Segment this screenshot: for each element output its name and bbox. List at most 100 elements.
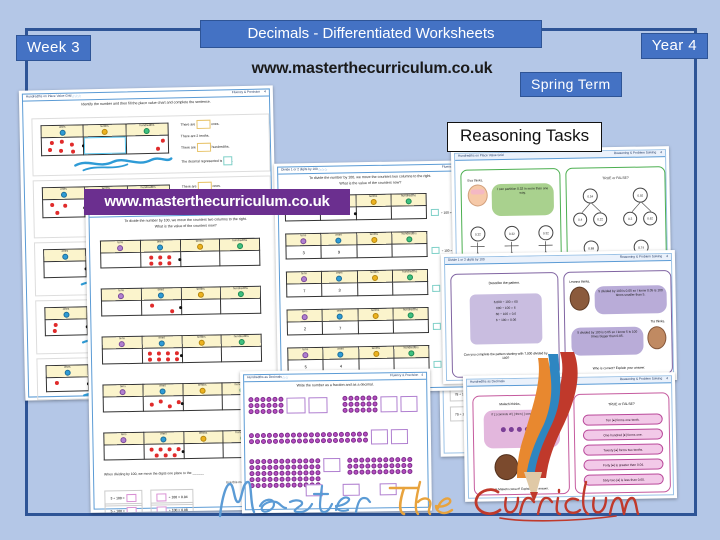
- pv-cell-ones[interactable]: [42, 198, 87, 218]
- worksheet-title: Hundredths as Decimals: [247, 375, 282, 380]
- pv-cell-ones[interactable]: [141, 299, 183, 316]
- dot-array: [342, 395, 378, 413]
- pv-cell-ones[interactable]: [41, 136, 85, 156]
- worksheet-category: Fluency & Precision: [390, 373, 419, 378]
- site-url-text: www.masterthecurriculum.co.uk: [251, 60, 493, 77]
- true-false-title: TRUE or FALSE?: [608, 401, 635, 407]
- worksheet-title: Hundredths as Decimals: [469, 379, 505, 384]
- value-circle: 0.32: [538, 225, 554, 241]
- answer-box[interactable]: [342, 483, 360, 496]
- answer-box[interactable]: [400, 395, 418, 412]
- pv-cell-ones[interactable]: [45, 318, 89, 336]
- pattern-box: 6,000 ÷ 100 = 60 600 ÷ 100 = 6 60 ÷ 100 …: [469, 293, 543, 345]
- answer-box[interactable]: [223, 156, 233, 166]
- dot-array: [248, 396, 284, 415]
- counter-green-icon: [143, 127, 151, 134]
- dot-array: [248, 431, 369, 445]
- worksheet-title: Divide 1 or 2 digits by 100: [281, 167, 318, 173]
- answer-box[interactable]: [370, 429, 389, 445]
- worksheet-page-number: 4: [666, 376, 669, 381]
- pv-cell-tenths[interactable]: [83, 135, 127, 155]
- sentence-ones: There are ones.: [180, 119, 266, 130]
- reasoning-panel-right: TRUE or FALSE? 0.54 0.4 0.22 0.88 0.92 0…: [565, 166, 667, 266]
- blue-scribble-icon: [74, 157, 173, 172]
- statement-pill: Twenty [●] forms two tenths.: [583, 443, 664, 456]
- watermark-banner: www.masterthecurriculum.co.uk: [84, 189, 350, 215]
- pattern-line: 6 ÷ 100 = 0.06: [495, 317, 517, 323]
- worksheet-hundredths-as-decimals[interactable]: Hundredths as Decimals ☆☆ Fluency & Prec…: [240, 368, 432, 514]
- pv-cell-ones[interactable]: [43, 260, 88, 278]
- worksheet-page-number: 4: [421, 373, 424, 378]
- counter-orange-icon: [196, 243, 203, 250]
- answer-box[interactable]: [323, 457, 341, 473]
- pv-cell-hundredths[interactable]: [125, 135, 169, 154]
- reasoning-tasks-label: Reasoning Tasks: [447, 122, 603, 152]
- counter-blue-icon: [59, 129, 66, 136]
- answer-box[interactable]: [308, 396, 328, 413]
- speaker-label: Eva thinks,: [467, 178, 484, 183]
- value-circle: 0.62: [643, 211, 658, 226]
- left-prompt: Describe the pattern.: [488, 280, 521, 286]
- pv-cell-ones[interactable]: [142, 395, 184, 412]
- speaker-label: Leanna thinks,: [569, 279, 591, 284]
- worksheet-page-number: 4: [660, 150, 663, 155]
- worksheet-instruction: Write the number as a fraction and as a …: [296, 382, 374, 388]
- counter-green-icon: [236, 242, 243, 249]
- statement-pill: Sixty two [●] is less than 0.60.: [583, 473, 664, 486]
- worksheet-category: Fluency & Precision: [231, 90, 261, 95]
- difficulty-stars-icon: ☆☆☆: [317, 166, 328, 172]
- counter-blue-icon: [60, 191, 67, 198]
- worksheet-category: Reasoning & Problem Solving: [613, 150, 657, 156]
- value-circle: 0.54: [582, 188, 598, 204]
- difficulty-stars-icon: ☆☆☆: [71, 93, 81, 99]
- value-circle: 0.92: [632, 187, 648, 203]
- counter-blue-icon: [64, 369, 71, 376]
- worksheet-title: Hundredths on Place Value Grid: [458, 152, 504, 158]
- value-circle: 0.32: [504, 225, 520, 241]
- pv-col-label-tenths: tenths: [100, 123, 109, 128]
- answer-row[interactable]: ÷ 100 =: [430, 208, 452, 216]
- pv-cell-ones[interactable]: [143, 443, 185, 460]
- sentence-decimal: The decimal represented is .: [181, 156, 267, 167]
- worksheet-page-number: 4: [264, 89, 266, 94]
- true-false-title: TRUE or FALSE?: [602, 175, 629, 181]
- year-badge: Year 4: [640, 33, 708, 59]
- sentence-hundredths: There are hundredths.: [181, 142, 267, 153]
- worksheet-category: Reasoning & Problem Solving: [619, 254, 663, 259]
- worksheet-header: Divide 1 or 2 digits by 100 Reasoning & …: [444, 254, 672, 265]
- counter-blue-icon: [61, 253, 68, 260]
- value-circle: 0.22: [593, 212, 608, 227]
- equation-item[interactable]: 5 ÷ 100 =: [104, 502, 144, 513]
- counter-blue-icon: [63, 311, 70, 318]
- answer-box[interactable]: [196, 142, 211, 153]
- digit-ones: 9: [321, 244, 357, 259]
- speech-bubble: 5 divided by 100 is 0.05 so I know 0.05 …: [594, 285, 667, 315]
- stick-figures-icon: [470, 241, 553, 263]
- pv-cell-ones[interactable]: [140, 251, 182, 268]
- slide-title: Decimals - Differentiated Worksheets: [247, 25, 495, 42]
- sentence-tenths: There are 2 tenths.: [180, 133, 210, 139]
- avatar-glasses-icon: [470, 189, 485, 195]
- worksheet-page-number: 4: [666, 254, 668, 259]
- answer-box[interactable]: [380, 395, 398, 412]
- answer-box[interactable]: [196, 119, 211, 129]
- week-badge: Week 3: [16, 35, 91, 61]
- tree-branch-icon: [631, 201, 652, 212]
- pv-cell-ones[interactable]: [142, 347, 183, 364]
- answer-box[interactable]: [286, 396, 306, 414]
- answer-box[interactable]: [379, 483, 397, 496]
- answer-row[interactable]: ÷ 100 =: [431, 246, 452, 254]
- pencil-ribbon-icon: [517, 352, 578, 502]
- digit-tens: 3: [285, 245, 322, 259]
- answer-box[interactable]: [390, 428, 409, 445]
- counter-purple-icon: [117, 244, 124, 251]
- answer-box[interactable]: [305, 484, 323, 497]
- difficulty-stars-icon: ☆☆: [281, 374, 289, 380]
- value-circle: 0.4: [573, 212, 588, 227]
- avatar: [569, 286, 590, 311]
- avatar: [647, 326, 667, 350]
- worksheet-reasoning-hundredths-grid[interactable]: Hundredths on Place Value Grid Reasoning…: [450, 146, 672, 274]
- pv-cell-ones[interactable]: [46, 376, 90, 392]
- pv-col-label-ones: ones: [58, 124, 66, 129]
